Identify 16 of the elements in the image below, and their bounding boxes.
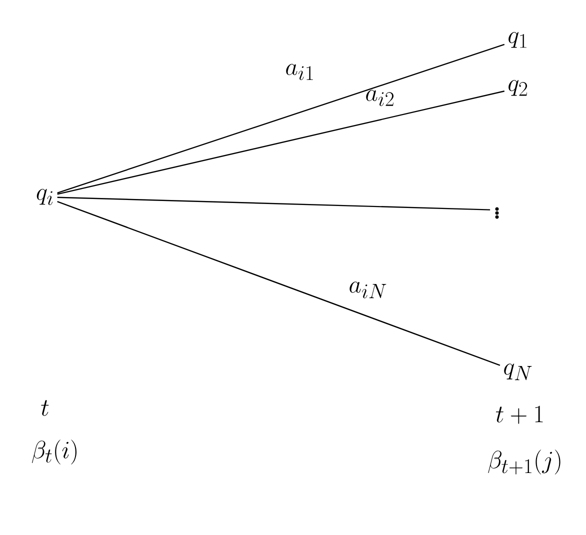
transition-line (57, 196, 490, 210)
edge-label: $a_{iN}$ (350, 282, 386, 298)
time-label: $t$ (41, 400, 49, 416)
transition-line (57, 90, 505, 195)
state-label: $q_N$ (504, 364, 532, 380)
time-label: $\beta_t(i)$ (32, 440, 76, 464)
edge-label: $a_{i2}$ (366, 90, 394, 106)
transition-line (57, 200, 500, 366)
edge-label: $a_{i1}$ (286, 64, 313, 80)
state-label: $q_2$ (508, 80, 528, 96)
state-label: $q_i$ (36, 188, 53, 206)
state-label: $\vdots$ (495, 207, 499, 219)
time-label: $\beta_{t+1}(j)$ (488, 450, 560, 474)
state-label: $q_1$ (508, 32, 526, 48)
time-label: $t+1$ (496, 406, 543, 424)
transition-line (57, 44, 505, 194)
